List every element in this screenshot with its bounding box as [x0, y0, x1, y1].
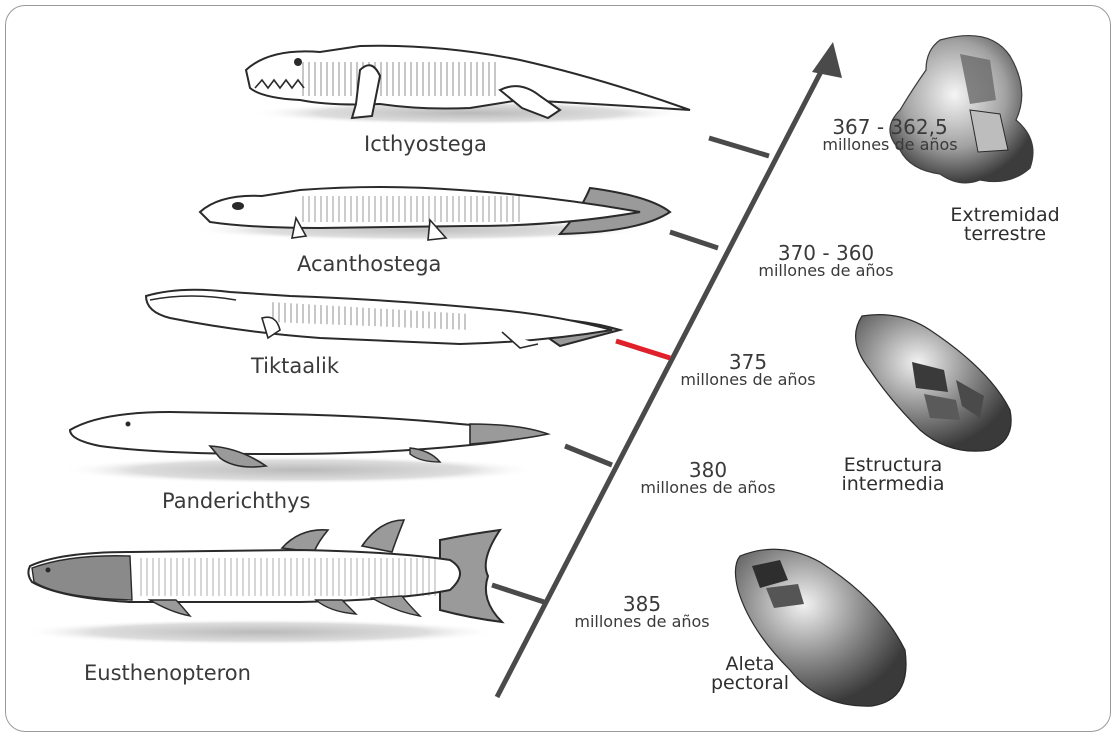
era-tiktaalik: 375 millones de años: [658, 352, 838, 388]
limb-label-line2: pectoral: [695, 674, 805, 693]
era-range: 375: [658, 352, 838, 372]
era-range: 367 - 362,5: [805, 117, 975, 137]
acanthostega-illustration: [190, 187, 670, 241]
era-range: 385: [552, 594, 732, 614]
limb-label-pectoral: Aleta pectoral: [695, 655, 805, 694]
species-label-icthyostega: Icthyostega: [364, 134, 487, 155]
era-range: 380: [618, 460, 798, 480]
era-unit: millones de años: [552, 614, 732, 630]
tiktaalik-illustration: [146, 290, 620, 348]
species-label-acanthostega: Acanthostega: [297, 254, 441, 275]
intermediate-limb-illustration: [856, 315, 1012, 452]
era-unit: millones de años: [658, 372, 838, 388]
limb-label-terrestrial: Extremidad terrestre: [940, 206, 1070, 245]
era-unit: millones de años: [736, 263, 916, 279]
panderichthys-illustration: [60, 412, 548, 484]
axis-arrowhead: [812, 42, 842, 78]
era-range: 370 - 360: [736, 243, 916, 263]
tick-icthyostega: [709, 138, 769, 156]
limb-label-line2: terrestre: [940, 225, 1070, 244]
terrestrial-limb-illustration: [890, 36, 1033, 183]
icthyostega-illustration: [246, 46, 690, 125]
tick-acanthostega: [670, 232, 718, 248]
era-icthyostega: 367 - 362,5 millones de años: [805, 117, 975, 153]
eusthenopteron-illustration: [20, 520, 502, 645]
era-eusthenopteron: 385 millones de años: [552, 594, 732, 630]
limb-label-intermediate: Estructura intermedia: [828, 456, 958, 495]
tick-eusthenopteron: [492, 585, 544, 602]
era-unit: millones de años: [618, 480, 798, 496]
era-unit: millones de años: [805, 137, 975, 153]
limb-label-line2: intermedia: [828, 475, 958, 494]
era-acanthostega: 370 - 360 millones de años: [736, 243, 916, 279]
era-panderichthys: 380 millones de años: [618, 460, 798, 496]
species-label-panderichthys: Panderichthys: [162, 491, 310, 512]
tick-panderichthys: [565, 446, 612, 465]
species-label-tiktaalik: Tiktaalik: [251, 356, 339, 377]
species-label-eusthenopteron: Eusthenopteron: [84, 663, 251, 684]
